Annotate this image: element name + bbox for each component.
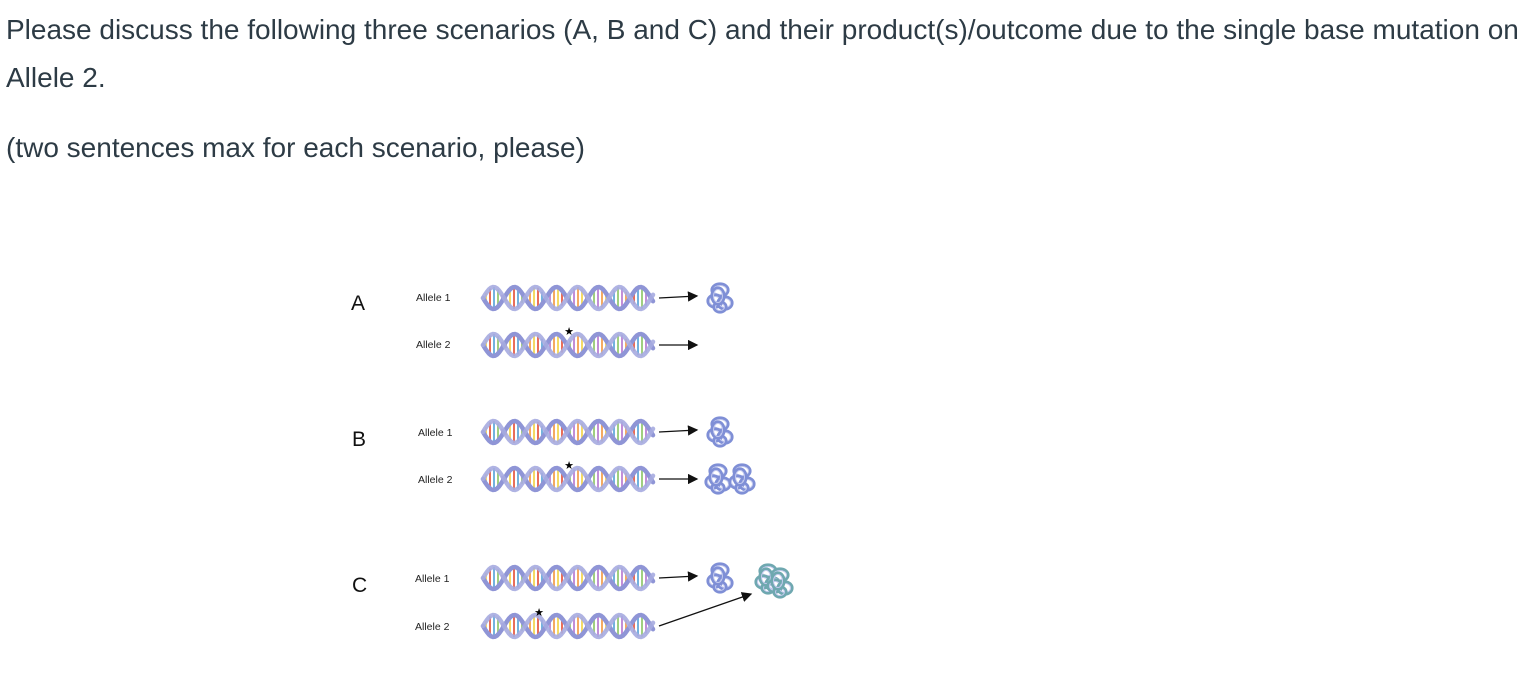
scenario-b-allele-1-dna [480, 418, 656, 446]
protein-normal-icon [728, 463, 756, 495]
scenario-c-allele-2-label: Allele 2 [415, 621, 450, 633]
protein-normal-icon [704, 463, 732, 495]
scenario-b-allele-1-label: Allele 1 [418, 427, 453, 439]
question-text: Please discuss the following three scena… [6, 14, 1519, 93]
scenario-c-letter: C [352, 574, 368, 597]
mutation-figure: A B C Allele 1 Allele 2 Allele 1 Allele … [340, 270, 800, 660]
scenario-a-allele-1-arrow [658, 291, 699, 302]
mutation-star-icon: ★ [534, 607, 544, 619]
scenario-b-allele-1-arrow [658, 425, 699, 436]
protein-normal-icon [706, 416, 734, 448]
scenario-b-allele-2-label: Allele 2 [418, 474, 453, 486]
scenario-a-allele-2-dna: ★ [480, 326, 656, 359]
scenario-c-allele-1-dna [480, 564, 656, 592]
scenario-b-allele-2-dna: ★ [480, 460, 656, 493]
scenario-a-allele-2-label: Allele 2 [416, 339, 451, 351]
question-instruction: (two sentences max for each scenario, pl… [6, 132, 585, 163]
protein-normal-icon [706, 562, 734, 594]
scenario-a-allele-1-label: Allele 1 [416, 292, 451, 304]
protein-altered-icon [766, 567, 794, 599]
scenario-c-allele-2-dna: ★ [480, 607, 656, 640]
scenario-b-letter: B [352, 428, 367, 451]
scenario-a-letter: A [351, 292, 366, 315]
scenario-a-allele-1-dna [480, 284, 656, 312]
protein-normal-icon [706, 282, 734, 314]
mutation-star-icon: ★ [564, 326, 574, 338]
scenario-c-allele-1-arrow [658, 571, 699, 582]
figure-artwork: ★ ★ ★ [480, 282, 794, 640]
scenario-c-allele-1-label: Allele 1 [415, 573, 450, 585]
mutation-star-icon: ★ [564, 460, 574, 472]
question-block: Please discuss the following three scena… [6, 6, 1531, 172]
scenario-c-allele-2-arrow [658, 592, 753, 627]
